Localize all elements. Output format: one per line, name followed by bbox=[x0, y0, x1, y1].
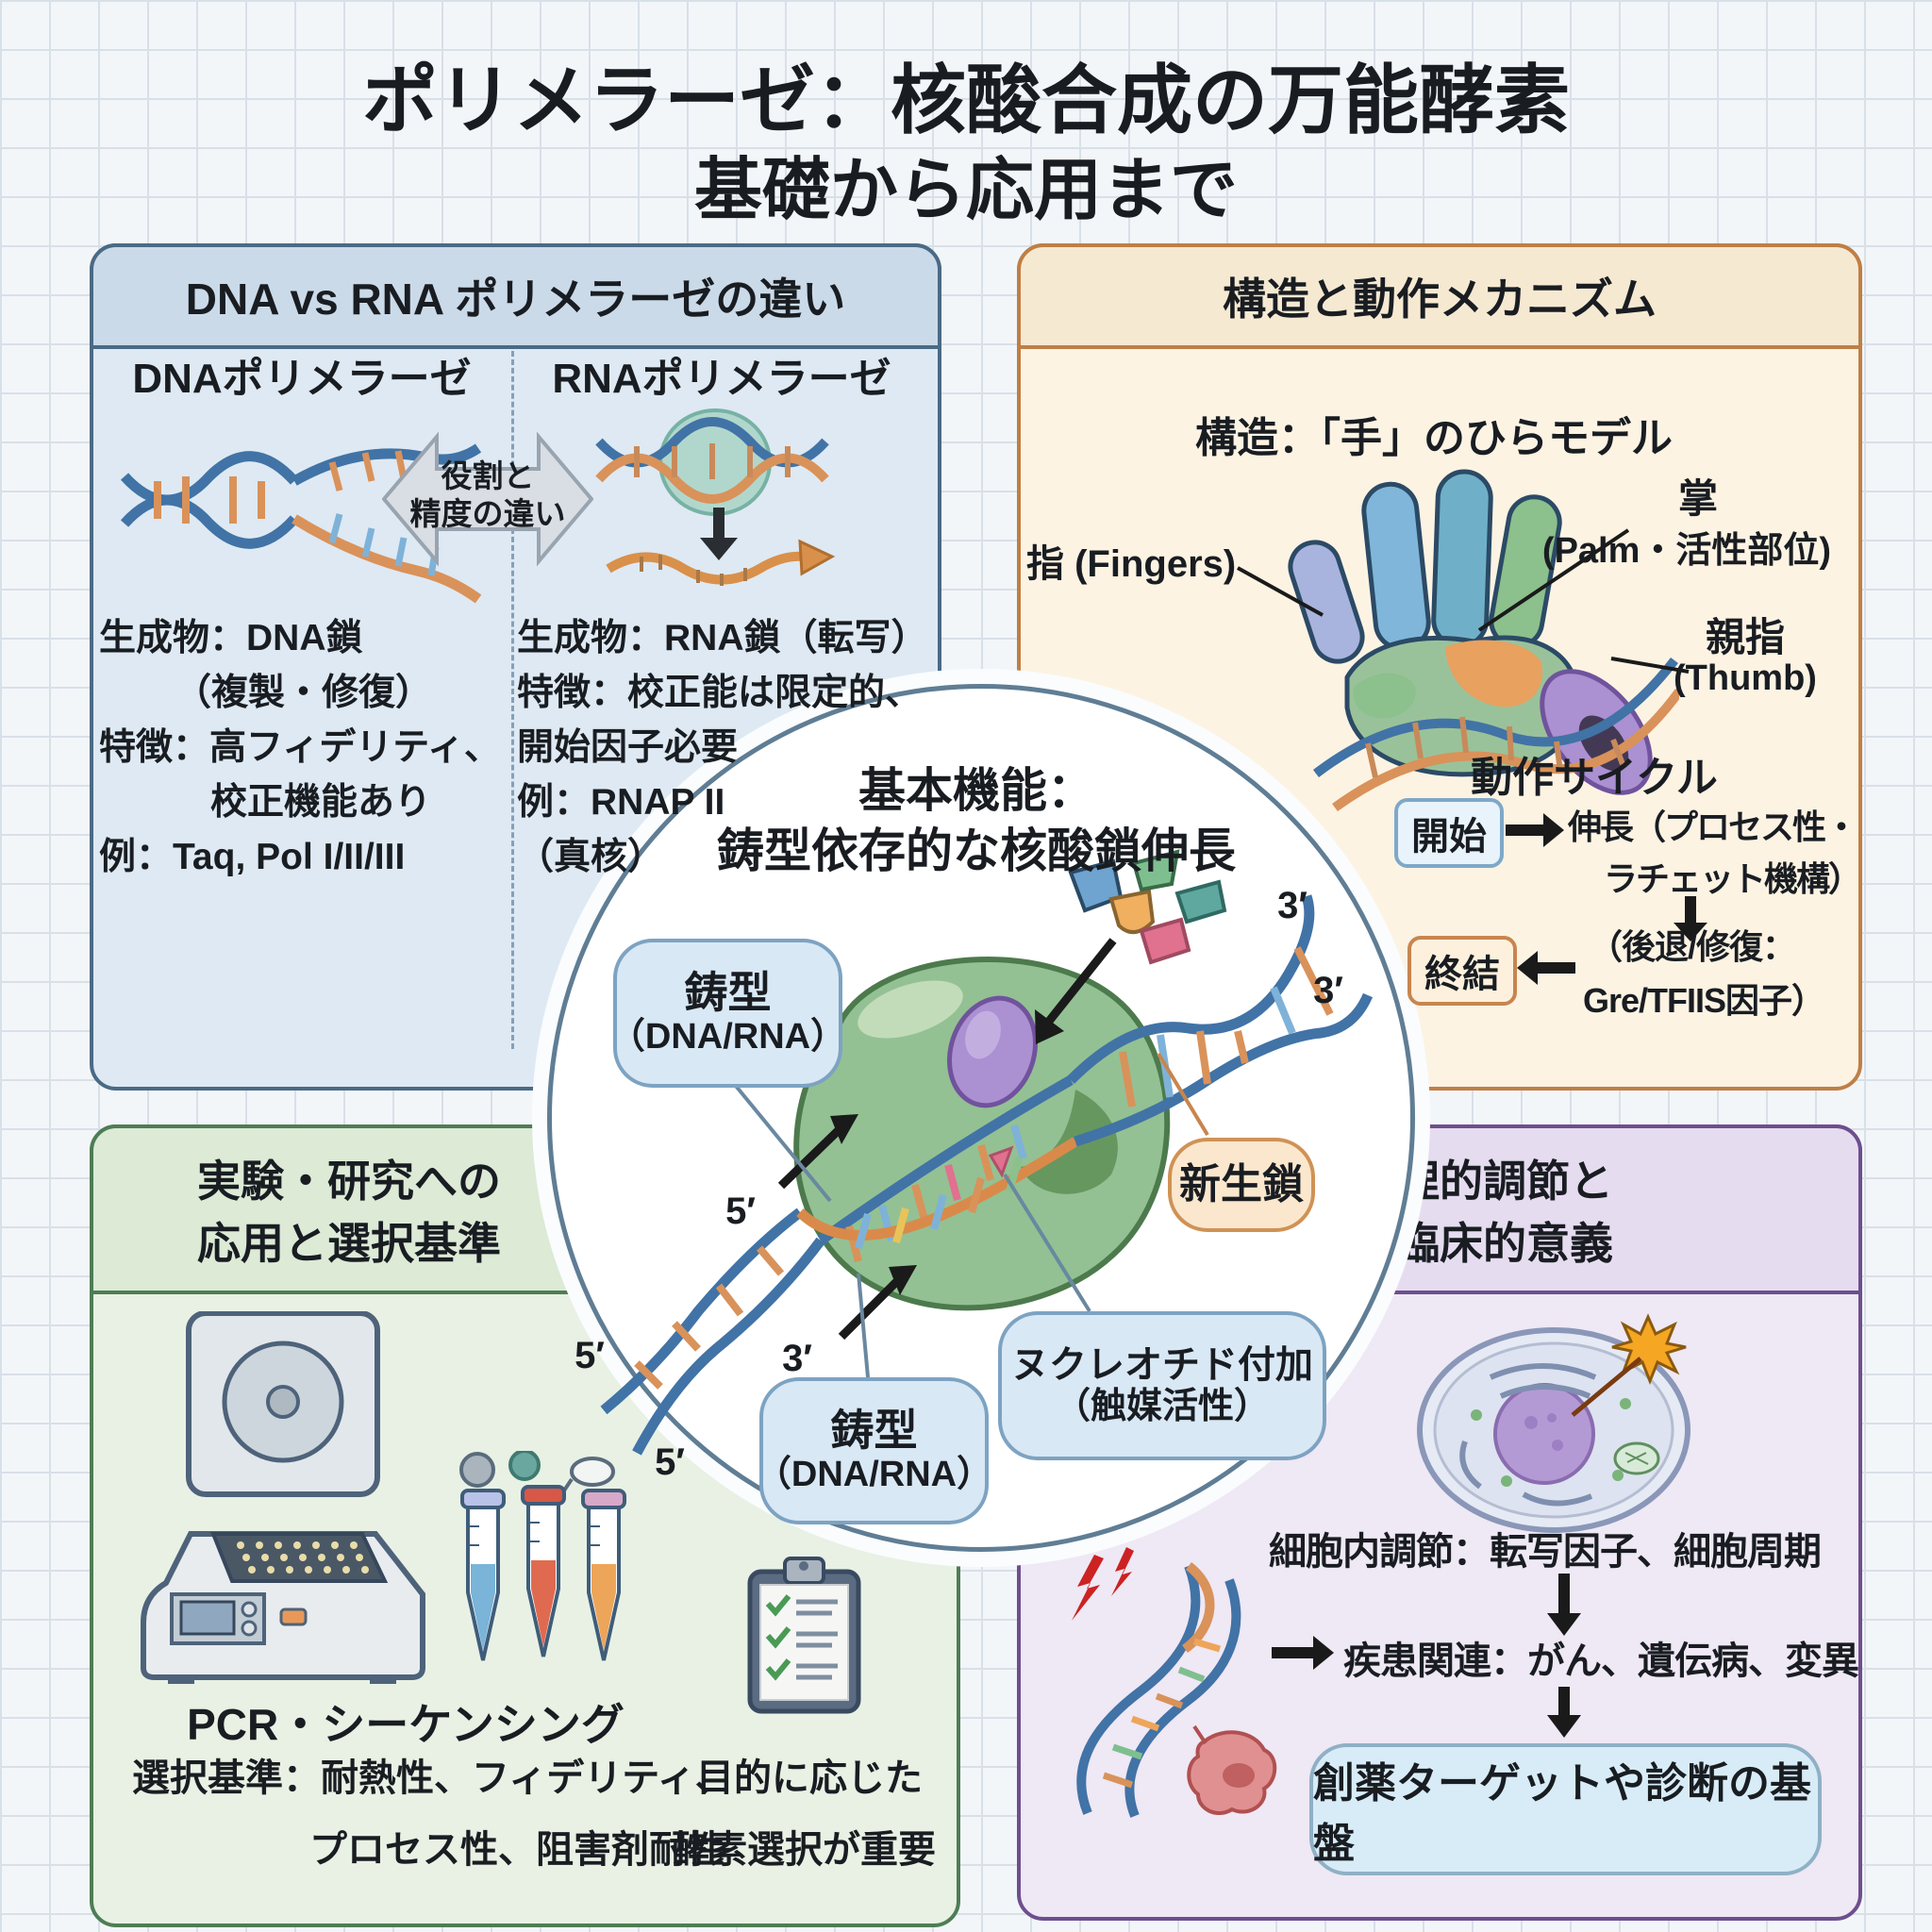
palm-label-line2: (Palm・活性部位) bbox=[1541, 531, 1832, 571]
dna-damage-illustration bbox=[1072, 1547, 1277, 1818]
panel-applications-title-line1: 実験・研究への bbox=[197, 1157, 501, 1206]
panel-structure-header: 構造と動作メカニズム bbox=[1017, 243, 1862, 349]
center-title-line2: 鋳型依存的な核酸鎖伸長 bbox=[717, 824, 1236, 877]
down-arrow-icon bbox=[1674, 896, 1707, 941]
strand-end-3prime-a: 3′ bbox=[1277, 885, 1307, 926]
microtubes-illustration bbox=[459, 1451, 626, 1661]
thumb-label-line1: 親指 bbox=[1705, 615, 1785, 659]
panel-applications-title-line2: 応用と選択基準 bbox=[197, 1219, 501, 1268]
fingers-label: 指 (Fingers) bbox=[1026, 543, 1237, 585]
left-arrow-icon bbox=[1517, 951, 1575, 985]
selection-criteria-line2: プロセス性、阻害剤耐性 bbox=[309, 1829, 724, 1871]
cycle-backtrack-line1: （後退/修復： bbox=[1589, 927, 1796, 966]
center-title-line1: 基本機能： bbox=[858, 764, 1094, 817]
panel-structure-title: 構造と動作メカニズム bbox=[1223, 275, 1657, 324]
down-arrow-icon bbox=[1547, 1687, 1581, 1738]
cell-regulation-text: 細胞内調節：転写因子、細胞周期 bbox=[1269, 1531, 1822, 1573]
palm-label-line1: 掌 bbox=[1677, 476, 1718, 521]
cell-illustration bbox=[1417, 1313, 1690, 1533]
role-difference-arrow bbox=[382, 431, 593, 567]
dna-replication-fork-illustration bbox=[120, 443, 482, 604]
role-difference-arrow-label: 役割と 精度の違い bbox=[409, 458, 566, 531]
strand-end-5prime-a: 5′ bbox=[725, 1191, 756, 1232]
rna-polymerase-column-title: RNAポリメラーゼ bbox=[552, 356, 891, 402]
checklist-clipboard-icon bbox=[747, 1557, 861, 1714]
template-lower-pill: 鋳型 （DNA/RNA） bbox=[756, 1377, 992, 1524]
cycle-backtrack-line2: Gre/TFIIS因子） bbox=[1583, 981, 1825, 1020]
disease-relation-text: 疾患関連：がん、遺伝病、変異 bbox=[1343, 1641, 1859, 1682]
pcr-sequencing-caption: PCR・シーケンシング bbox=[187, 1700, 625, 1749]
strand-end-5prime-c: 5′ bbox=[655, 1441, 685, 1483]
cycle-start-box: 開始 bbox=[1394, 798, 1504, 868]
selection-criteria-line1: 選択基準：耐熱性、フィデリティ、 bbox=[132, 1757, 733, 1799]
polymerase-elongation-illustration bbox=[600, 849, 1374, 1456]
enzyme-choice-note-line2: 酵素選択が重要 bbox=[672, 1829, 936, 1871]
nucleotide-addition-pill: ヌクレオチド付加 （触媒活性） bbox=[998, 1311, 1326, 1460]
panel-dna-vs-rna: DNA vs RNA ポリメラーゼの違い bbox=[90, 243, 941, 1091]
cycle-termination-box: 終結 bbox=[1407, 936, 1517, 1006]
strand-end-3prime-b: 3′ bbox=[1313, 970, 1343, 1011]
panel-dna-vs-rna-header: DNA vs RNA ポリメラーゼの違い bbox=[90, 243, 941, 349]
hand-label-leader-lines bbox=[1237, 528, 1690, 674]
nascent-strand-pill: 新生鎖 bbox=[1168, 1138, 1315, 1232]
rna-polymerase-description: 生成物：RNA鎖（転写） 特徴：校正能は限定的、 開始因子必要 例：RNAP I… bbox=[517, 618, 928, 877]
right-arrow-icon bbox=[1506, 813, 1564, 847]
cycle-elongation-line1: 伸長（プロセス性・ bbox=[1568, 808, 1858, 846]
template-upper-pill: 鋳型 （DNA/RNA） bbox=[609, 939, 846, 1088]
page-title-line1: ポリメラーゼ：核酸合成の万能酵素 bbox=[362, 58, 1570, 142]
page-title-line2: 基礎から応用まで bbox=[693, 153, 1238, 228]
strand-end-5prime-b: 5′ bbox=[575, 1335, 605, 1376]
cycle-title: 動作サイクル bbox=[1471, 755, 1718, 801]
down-arrow-icon bbox=[1547, 1574, 1581, 1636]
dna-polymerase-column-title: DNAポリメラーゼ bbox=[132, 356, 472, 402]
hand-model-subtitle: 構造：「手」のひらモデル bbox=[1195, 415, 1673, 461]
pcr-machine-illustration bbox=[141, 1311, 425, 1684]
thumb-label-line2: (Thumb) bbox=[1674, 658, 1817, 698]
dna-polymerase-description: 生成物：DNA鎖 （複製・修復） 特徴：高フィデリティ、 校正機能あり 例：Ta… bbox=[99, 618, 501, 877]
hand-model-illustration bbox=[1288, 469, 1679, 812]
column-divider bbox=[511, 351, 514, 1049]
cycle-elongation-line2: ラチェット機構） bbox=[1604, 859, 1862, 898]
enzyme-choice-note-line1: 目的に応じた bbox=[696, 1757, 923, 1799]
rna-transcription-illustration bbox=[595, 408, 836, 586]
panel-clinical-title-line2: 臨床的意義 bbox=[1396, 1219, 1613, 1268]
right-arrow-icon bbox=[1272, 1636, 1334, 1670]
strand-end-3prime-c: 3′ bbox=[782, 1338, 812, 1379]
panel-dna-vs-rna-title: DNA vs RNA ポリメラーゼの違い bbox=[185, 275, 846, 324]
drug-target-outcome-box: 創薬ターゲットや診断の基盤 bbox=[1309, 1743, 1822, 1875]
